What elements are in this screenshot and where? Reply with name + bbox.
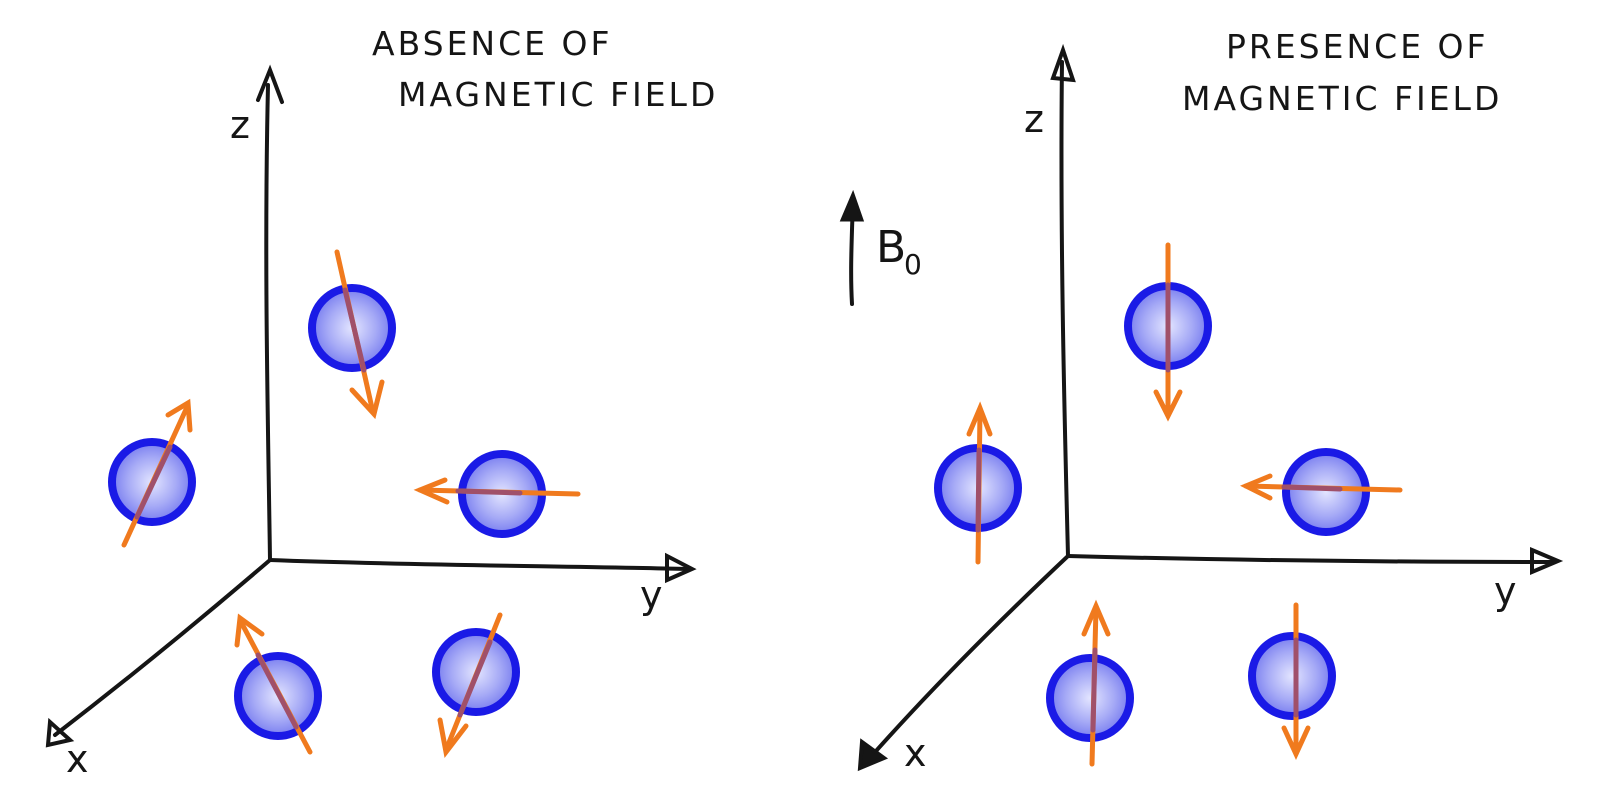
absence-z-axis [264,83,272,562]
panel-absence: ABSENCE OF MAGNETIC FIELD z y x [45,24,718,781]
presence-y-arrowhead [1530,546,1564,576]
presence-spin-4 [1046,599,1134,767]
presence-spin-3 [1239,448,1403,536]
absence-y-arrowhead [665,552,697,584]
presence-spin-1 [1124,242,1212,422]
presence-x-arrowhead [857,738,889,772]
absence-title-line2: MAGNETIC FIELD [398,75,718,114]
panel-presence: PRESENCE OF MAGNETIC FIELD z y x [857,27,1564,775]
presence-z-arrowhead [1050,43,1076,83]
presence-title-line1: PRESENCE OF [1226,27,1489,66]
absence-x-axis [53,558,272,737]
presence-axes [857,43,1564,772]
absence-x-label: x [66,737,89,781]
presence-title-line2: MAGNETIC FIELD [1182,79,1502,118]
presence-x-label: x [904,731,927,775]
absence-z-label: z [230,103,250,147]
field-indicator: B 0 [839,189,922,306]
absence-spin-4 [234,613,322,755]
absence-spin-3 [413,450,581,538]
field-arrow-head [839,189,865,222]
absence-y-label: y [640,573,663,617]
presence-y-axis [1066,554,1554,564]
presence-z-axis [1059,60,1070,558]
presence-z-label: z [1024,97,1044,141]
absence-axes [45,64,697,748]
presence-spin-2 [934,401,1022,565]
field-subscript: 0 [904,248,922,281]
absence-x-arrowhead [45,717,75,748]
field-symbol: B [876,222,906,273]
absence-spin-5 [432,612,520,758]
absence-z-arrowhead [256,64,284,104]
absence-title-line1: ABSENCE OF [372,24,612,63]
presence-y-label: y [1494,569,1517,613]
presence-spin-5 [1248,602,1336,760]
absence-spin-1 [308,249,396,420]
absence-spin-2 [108,398,196,548]
absence-y-axis [268,558,690,571]
presence-x-axis [866,554,1070,762]
